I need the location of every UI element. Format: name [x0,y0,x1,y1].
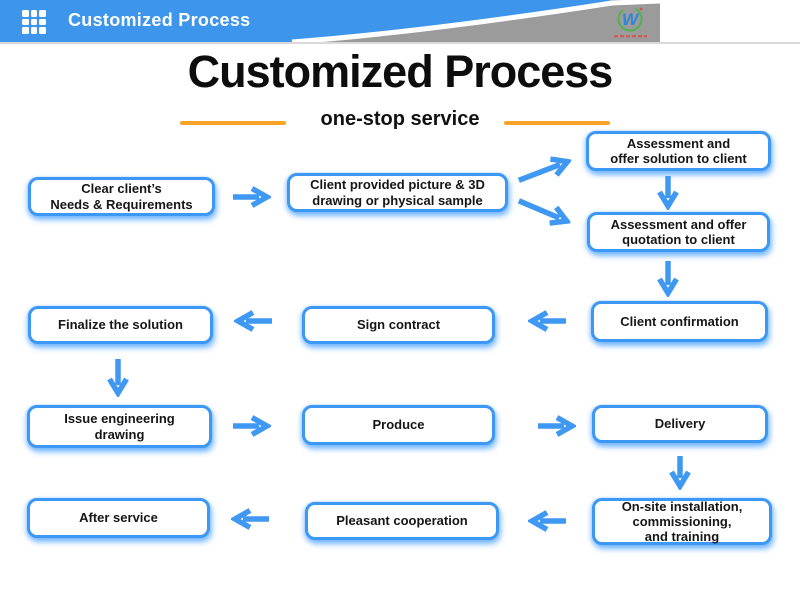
subtitle-right-dash [504,121,610,125]
header-bar: Customized Process W [0,0,800,44]
arrow-left-icon [528,310,568,332]
logo-tagline-marks [614,35,647,38]
arrow-down-icon [669,454,691,490]
page-subtitle: one-stop service [320,108,480,130]
flow-node-assessment-quotation: Assessment and offer quotation to client [587,212,770,252]
arrow-down-icon [657,259,679,297]
flow-node-issue-engineering: Issue engineering drawing [27,405,212,448]
arrow-right-icon [536,415,576,437]
flow-node-pleasant-cooperation: Pleasant cooperation [305,502,499,540]
flow-node-after-service: After service [27,498,210,538]
flow-node-produce: Produce [302,405,495,445]
arrow-up-right-icon [513,150,575,191]
arrow-left-icon [528,510,568,532]
flow-node-delivery: Delivery [592,405,768,443]
arrow-left-icon [231,508,271,530]
flow-node-sign-contract: Sign contract [302,306,495,344]
company-logo: W [614,6,647,38]
arrow-right-icon [231,415,271,437]
subtitle-left-dash [180,121,286,125]
header-bar-title: Customized Process [68,10,251,30]
grid-menu-icon [22,10,46,34]
flow-node-assessment-solution: Assessment and offer solution to client [586,131,771,171]
arrow-down-right-icon [513,190,575,233]
page-title: Customized Process [187,46,614,97]
arrow-down-icon [657,174,679,210]
arrow-left-icon [234,310,274,332]
flow-node-finalize-solution: Finalize the solution [28,306,213,344]
flow-node-client-provided: Client provided picture & 3D drawing or … [287,173,508,212]
logo-mark-letter: W [622,10,640,29]
flow-node-clear-needs: Clear client’s Needs & Requirements [28,177,215,216]
flow-node-client-confirmation: Client confirmation [591,301,768,342]
flow-node-onsite-installation: On-site installation, commissioning, and… [592,498,772,545]
header-background [0,0,661,42]
arrow-right-icon [231,186,271,208]
arrow-down-icon [107,357,129,397]
